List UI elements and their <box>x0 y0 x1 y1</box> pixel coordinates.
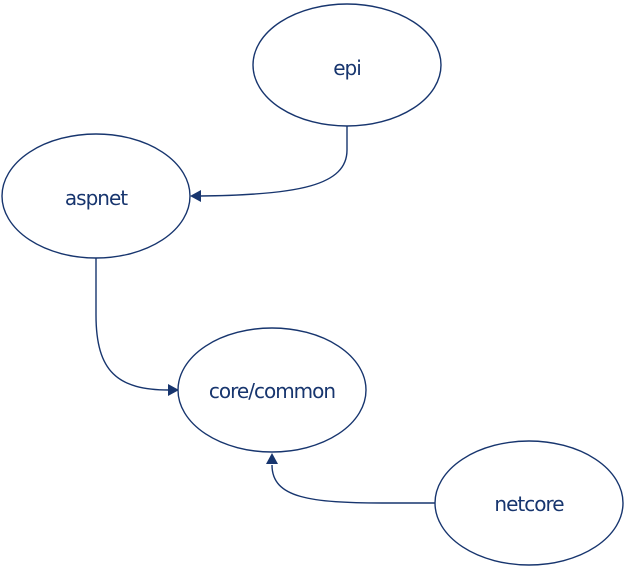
node-core-common[interactable]: core/common <box>177 327 367 453</box>
node-core-common-shape <box>177 327 367 453</box>
node-netcore[interactable]: netcore <box>434 440 624 566</box>
edge-aspnet-to-core <box>95 258 179 396</box>
node-epi-label: epi <box>333 56 361 80</box>
node-core-common-label: core/common <box>209 379 335 403</box>
edge-netcore-to-core <box>266 453 435 504</box>
node-aspnet-shape <box>1 133 191 259</box>
node-netcore-shape <box>434 440 624 566</box>
edge-aspnet-to-core-line <box>95 258 170 391</box>
node-epi[interactable]: epi <box>252 3 442 127</box>
edge-epi-to-aspnet-arrowhead <box>190 190 201 202</box>
node-aspnet[interactable]: aspnet <box>1 133 191 259</box>
edge-netcore-to-core-line <box>271 464 435 504</box>
node-netcore-label: netcore <box>494 492 564 516</box>
node-aspnet-label: aspnet <box>65 186 128 210</box>
edge-epi-to-aspnet <box>190 126 348 202</box>
edge-netcore-to-core-arrowhead <box>266 453 278 464</box>
node-epi-shape <box>252 3 442 127</box>
edge-aspnet-to-core-arrowhead <box>168 384 179 396</box>
edge-epi-to-aspnet-line <box>199 126 348 197</box>
